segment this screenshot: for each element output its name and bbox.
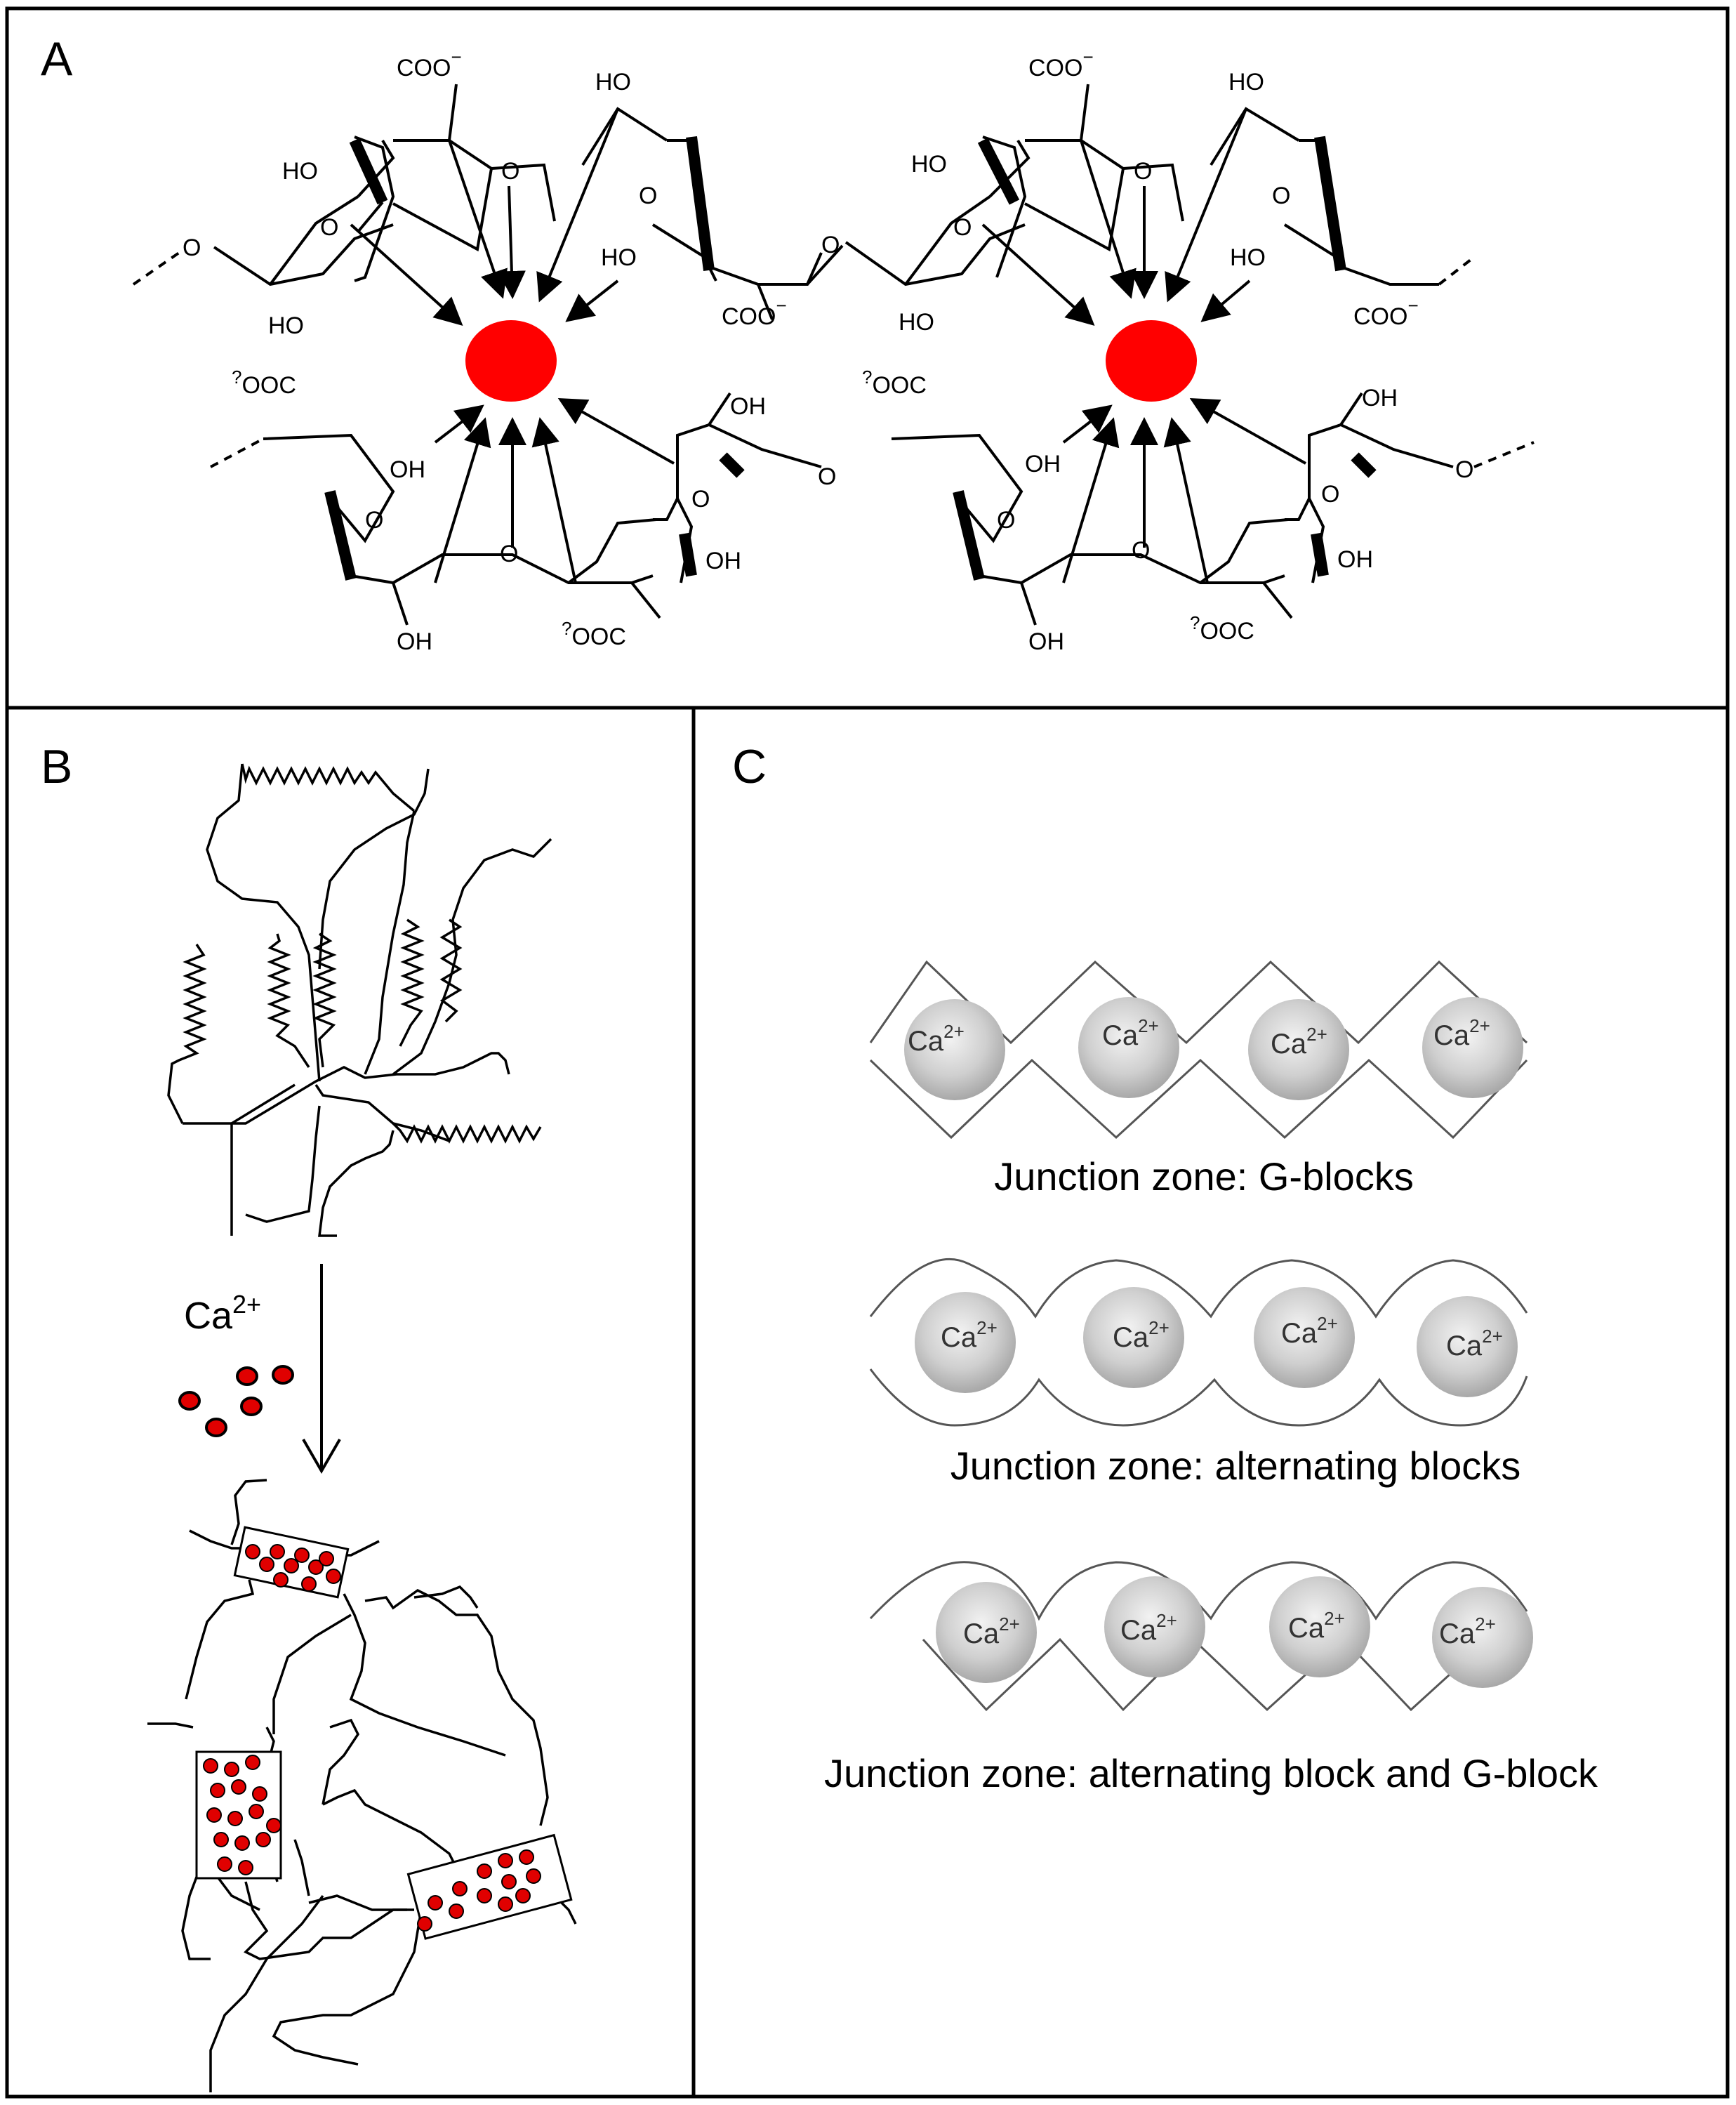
label-oh-6: OH	[1025, 451, 1061, 477]
svg-text:Ca2+: Ca2+	[1113, 1317, 1170, 1353]
label-o-15: O	[1321, 481, 1339, 508]
gelation-arrow-head	[302, 1438, 341, 1474]
svg-text:Ca2+: Ca2+	[941, 1317, 998, 1353]
label-ho-1: HO	[595, 69, 631, 95]
calcium-ion-left	[465, 320, 557, 402]
panel-c-letter: C	[732, 740, 767, 793]
junction-row-1: Ca2+ Ca2+ Ca2+ Ca2+	[869, 960, 1528, 1140]
panel-b-polymer-free	[167, 763, 552, 1237]
caption-g-blocks: Junction zone: G-blocks	[994, 1154, 1414, 1199]
junction-zone-right	[406, 1833, 573, 1940]
label-o-1: O	[501, 158, 519, 185]
panel-b-letter: B	[41, 740, 73, 793]
label-ooc-2: ?OOC	[562, 618, 626, 650]
label-coo-2: COO−	[722, 295, 787, 330]
junction-row-2: Ca2+ Ca2+ Ca2+ Ca2+	[869, 1258, 1528, 1427]
label-ooc-3: ?OOC	[862, 367, 927, 399]
label-o-12: O	[500, 541, 518, 567]
caption-alternating-blocks: Junction zone: alternating blocks	[950, 1444, 1521, 1488]
label-o-8: O	[953, 214, 972, 241]
calcium-ion-right	[1106, 320, 1197, 402]
label-coo-4: COO−	[1353, 295, 1419, 330]
label-oh-8: OH	[1028, 628, 1064, 655]
svg-text:Ca2+: Ca2+	[1102, 1015, 1159, 1051]
svg-text:Ca2+: Ca2+	[1271, 1024, 1327, 1060]
label-oh-2: OH	[390, 456, 425, 483]
label-ho-7: HO	[1230, 244, 1266, 271]
svg-text:Ca2+: Ca2+	[1120, 1610, 1177, 1646]
label-oh-7: OH	[1337, 546, 1373, 573]
label-o-10: O	[365, 507, 383, 534]
caption-alternating-and-g-block: Junction zone: alternating block and G-b…	[824, 1751, 1598, 1795]
svg-text:Ca2+: Ca2+	[908, 1021, 965, 1057]
junction-row-3: Ca2+ Ca2+ Ca2+ Ca2+	[869, 1561, 1533, 1712]
label-ho-4: HO	[268, 312, 304, 339]
panel-a-structure	[132, 84, 1535, 626]
label-o-14: O	[997, 507, 1015, 534]
label-o-5: O	[821, 232, 840, 258]
panel-a-labels: COO− HO HO O O O O HO O COO− HO COO− HO …	[183, 46, 1473, 655]
calcium-dots	[178, 1365, 294, 1437]
label-ho-3: HO	[601, 244, 637, 271]
label-coo-3: COO−	[1028, 46, 1094, 81]
label-o-4: O	[183, 235, 201, 261]
label-o-6: O	[1134, 158, 1152, 185]
panel-a-letter: A	[41, 32, 73, 86]
label-o-2: O	[639, 183, 657, 209]
label-ho-5: HO	[1228, 69, 1264, 95]
calcium-label: Ca2+	[184, 1290, 261, 1337]
label-o-13: O	[1455, 456, 1473, 483]
panel-a-arrows	[350, 108, 1306, 583]
label-o-11: O	[691, 486, 710, 513]
label-ho-2: HO	[282, 158, 318, 185]
label-oh-1: OH	[730, 393, 766, 420]
label-ooc-1: ?OOC	[232, 367, 296, 399]
label-o-9: O	[818, 463, 836, 490]
svg-text:Ca2+: Ca2+	[1281, 1313, 1338, 1349]
junction-zone-top	[233, 1526, 350, 1599]
svg-text:Ca2+: Ca2+	[1446, 1326, 1503, 1361]
label-ho-8: HO	[899, 309, 934, 336]
label-coo-1: COO−	[397, 46, 462, 81]
svg-text:Ca2+: Ca2+	[1439, 1614, 1496, 1649]
svg-text:Ca2+: Ca2+	[1433, 1015, 1490, 1051]
label-ooc-4: ?OOC	[1190, 612, 1254, 645]
junction-zone-left	[195, 1750, 282, 1880]
panel-a-border	[5, 6, 1730, 710]
label-oh-3: OH	[705, 548, 741, 574]
svg-text:Ca2+: Ca2+	[1288, 1608, 1345, 1644]
svg-text:Ca2+: Ca2+	[963, 1614, 1020, 1649]
panel-c-border	[691, 706, 1730, 2099]
label-ho-6: HO	[911, 151, 947, 178]
label-o-16: O	[1132, 537, 1150, 564]
label-oh-5: OH	[1362, 385, 1398, 411]
label-o-7: O	[1272, 183, 1290, 209]
panel-b-border	[5, 706, 696, 2099]
label-o-3: O	[320, 214, 338, 241]
label-oh-4: OH	[397, 628, 432, 655]
